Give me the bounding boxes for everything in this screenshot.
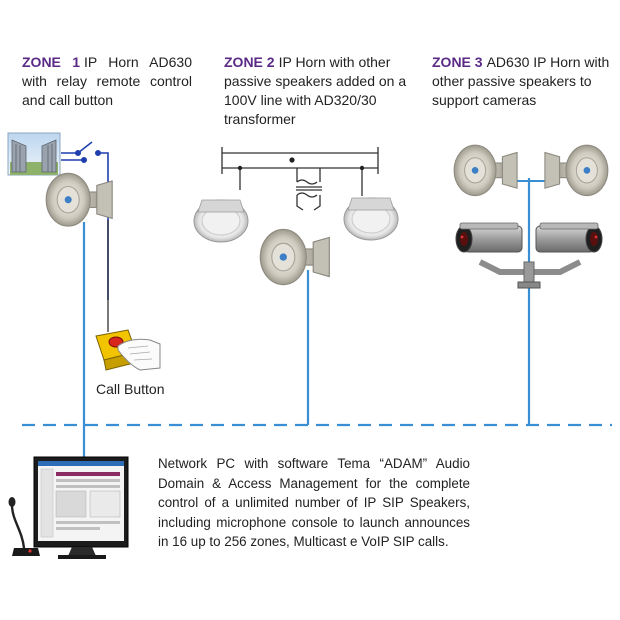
microphone-console <box>8 497 40 556</box>
ceiling-speaker-right <box>343 197 399 241</box>
zone1-horn-speaker <box>45 172 113 227</box>
pc-description: Network PC with software Tema “ADAM” Aud… <box>158 456 470 549</box>
ceiling-speaker-left <box>193 199 249 243</box>
zone3-horn-right <box>544 144 609 197</box>
zone2-text: IP Horn with other passive speakers adde… <box>224 54 407 127</box>
security-camera-right <box>535 222 603 253</box>
security-camera-left <box>455 222 523 253</box>
call-button-label: Call Button <box>96 381 165 397</box>
pc-monitor <box>33 456 129 559</box>
zone1-heading: ZONE 1 <box>22 54 80 70</box>
transformer-icon <box>296 179 322 198</box>
zone2-heading: ZONE 2 <box>224 54 275 70</box>
zone3-heading: ZONE 3 <box>432 54 483 70</box>
gate-image <box>7 132 61 176</box>
zone2-horn-speaker <box>259 228 330 286</box>
zone1-text: IP Horn AD630 with relay remote control … <box>22 54 192 108</box>
zone3-text: AD630 IP Horn with other passive speaker… <box>432 54 610 108</box>
camera-bracket <box>478 259 582 289</box>
zone3-horn-left <box>453 144 518 197</box>
hand-icon <box>117 338 161 371</box>
wiring-100v-line <box>221 147 379 211</box>
